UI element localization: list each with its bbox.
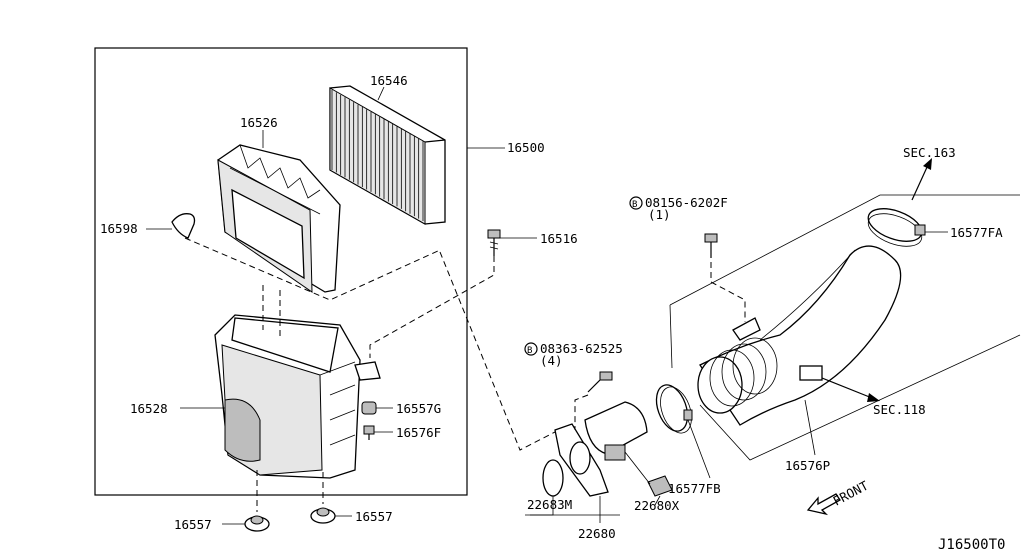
label-16557-left: 16557 [174, 517, 212, 532]
clamp-16577FB [655, 384, 693, 434]
label-16526: 16526 [240, 115, 278, 130]
duct-16576P [697, 245, 902, 426]
label-08156-qty: (1) [648, 207, 671, 222]
label-22680X: 22680X [634, 498, 680, 513]
label-sec163: SEC.163 [903, 145, 956, 160]
label-16546: 16546 [370, 73, 408, 88]
label-08363-qty: (4) [540, 353, 563, 368]
clamp-16577FA [867, 208, 926, 247]
label-16557-right: 16557 [355, 509, 393, 524]
gasket-22683M [542, 459, 564, 497]
grommet-16557-left [244, 515, 270, 532]
bolt-08156-6202F [704, 233, 718, 258]
label-16577FB: 16577FB [668, 481, 721, 496]
bolt-16516 [487, 229, 501, 256]
label-16598: 16598 [100, 221, 138, 236]
diagram-code: J16500T0 [938, 537, 1005, 553]
maf-sensor-22680 [554, 401, 673, 497]
upper-cover-16526 [217, 144, 341, 293]
grommet-16557G [361, 401, 377, 415]
label-16557G: 16557G [396, 401, 441, 416]
label-22683M: 22683M [527, 497, 572, 512]
label-08363-62525: 08363-62525 [540, 341, 623, 356]
filter-element-16546 [329, 85, 446, 225]
label-sec118: SEC.118 [873, 402, 926, 417]
label-16528: 16528 [130, 401, 168, 416]
arrow-sec118 [821, 377, 880, 402]
lower-case-16528 [214, 314, 381, 479]
bolt-16576F [363, 425, 375, 440]
bolt-symbol-2-text: B [527, 346, 532, 356]
label-16500: 16500 [507, 140, 545, 155]
label-16576F: 16576F [396, 425, 441, 440]
grommet-16557-right [310, 507, 336, 524]
label-22680: 22680 [578, 526, 616, 541]
bolt-08363-62525 [587, 371, 613, 393]
bolt-symbol-2 [524, 342, 538, 356]
bolt-symbol-1-text: B [632, 200, 637, 210]
label-16516: 16516 [540, 231, 578, 246]
label-08156-6202F: 08156-6202F [645, 195, 728, 210]
front-arrow-icon [806, 493, 841, 516]
label-front: FRONT [830, 478, 871, 509]
clip-16598 [171, 213, 196, 239]
arrow-sec163 [911, 158, 932, 201]
assembly-frame [94, 47, 468, 496]
bolt-symbol-1 [629, 196, 643, 210]
label-16577FA: 16577FA [950, 225, 1003, 240]
label-16576P: 16576P [785, 458, 830, 473]
